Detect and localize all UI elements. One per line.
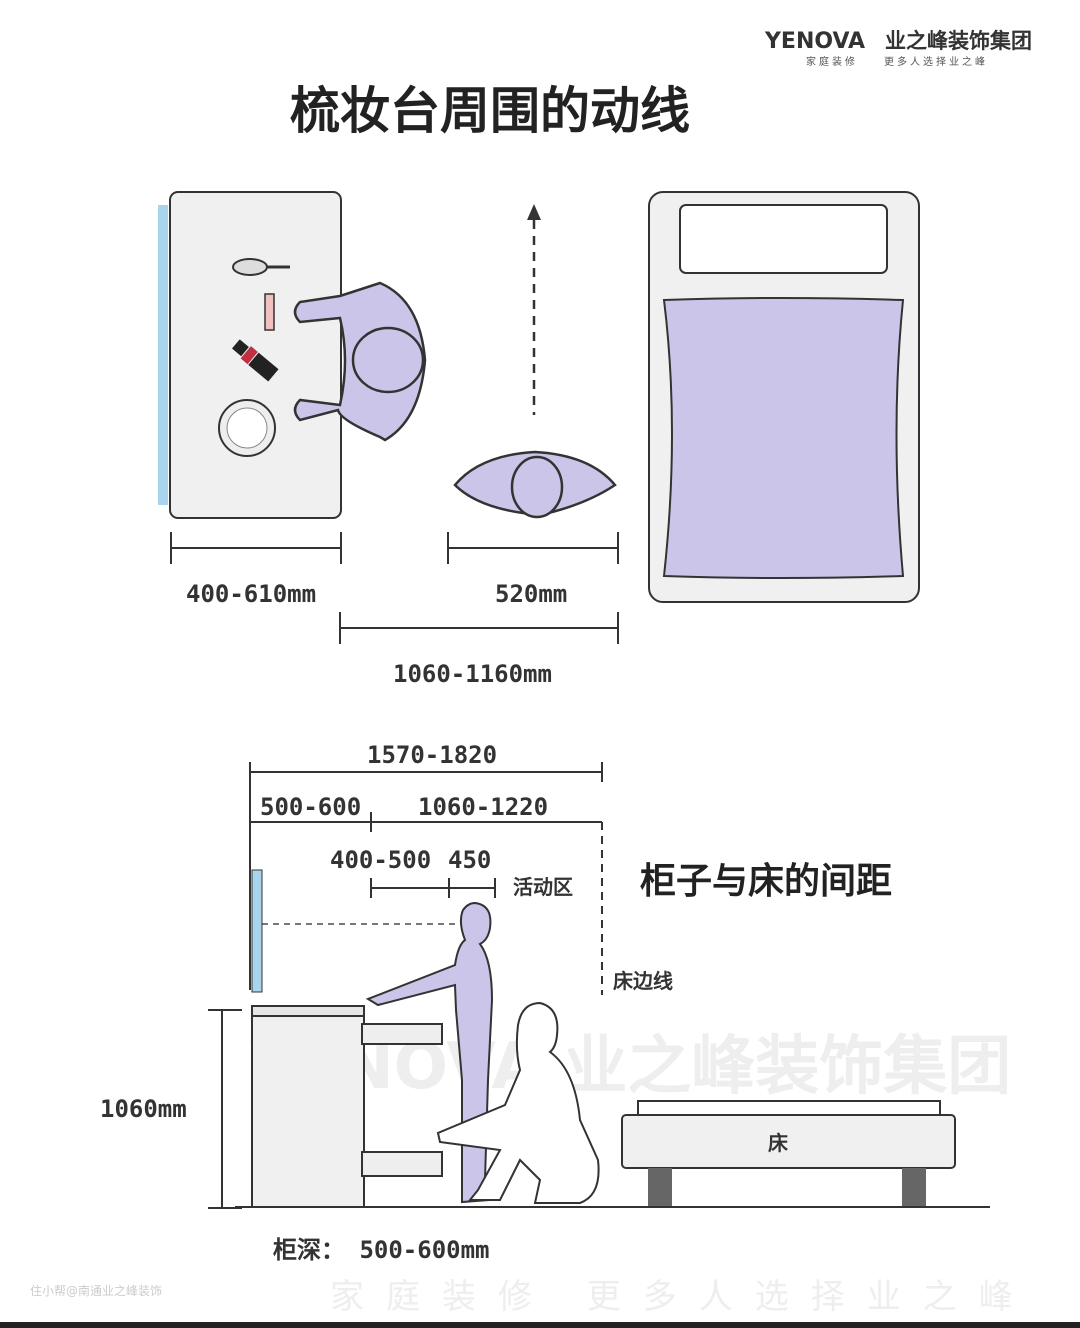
plan-dimension-lines xyxy=(170,532,619,644)
cabinet-depth-label: 柜深： 500-600mm xyxy=(273,1236,490,1264)
bed-plan xyxy=(648,191,920,603)
page-title: 梳妆台周围的动线 xyxy=(290,82,690,140)
dim-total-elevation: 1570-1820 xyxy=(367,741,497,769)
svg-text:更多人选择业之峰: 更多人选择业之峰 xyxy=(884,55,988,68)
bed-label: 床 xyxy=(768,1131,789,1155)
crouching-person-elevation xyxy=(436,1001,600,1204)
bed-elevation: 床 xyxy=(621,1100,956,1206)
standing-person-elevation xyxy=(365,901,494,1204)
lipstick-icon xyxy=(231,339,279,382)
brush-icon xyxy=(232,258,268,276)
walking-direction-arrow xyxy=(527,204,541,415)
dim-activity-a: 400-500 xyxy=(330,846,431,874)
activity-zone-label: 活动区 xyxy=(513,875,573,899)
seated-person-plan xyxy=(293,281,427,442)
bottle-icon xyxy=(264,293,275,331)
bed-edge-label: 床边线 xyxy=(613,969,673,993)
mirror xyxy=(158,205,168,505)
mirror xyxy=(251,869,263,993)
cabinet-elevation xyxy=(251,869,443,1208)
brand-logo: YENOVA 业之峰装饰集团 家庭装修 更多人选择业之峰 xyxy=(764,29,1032,68)
dim-height: 1060mm xyxy=(100,1095,187,1123)
dim-person-width: 520mm xyxy=(495,580,567,608)
dim-walkway: 1060-1220 xyxy=(418,793,548,821)
dressing-table-plan xyxy=(158,191,342,519)
dim-total-plan: 1060-1160mm xyxy=(393,660,552,688)
svg-text:家庭装修: 家庭装修 xyxy=(806,55,858,68)
bottom-border xyxy=(0,1322,1080,1328)
blanket xyxy=(662,297,905,579)
watermark-slogan: 家庭装修 更多人选择业之峰 xyxy=(330,1277,1035,1317)
svg-text:业之峰装饰集团: 业之峰装饰集团 xyxy=(885,29,1032,53)
standing-person-plan xyxy=(453,450,617,519)
dim-table-depth: 400-610mm xyxy=(186,580,316,608)
pillow xyxy=(679,204,888,274)
drawer-open xyxy=(361,1023,443,1045)
dim-activity-b: 450 xyxy=(448,846,491,874)
svg-text:YENOVA: YENOVA xyxy=(764,29,865,54)
dim-cabinet-zone: 500-600 xyxy=(260,793,361,821)
drawer-open xyxy=(361,1151,443,1177)
section-subtitle: 柜子与床的间距 xyxy=(640,861,892,902)
credit-watermark: 住小帮@南通业之峰装饰 xyxy=(30,1283,162,1298)
elevation-dimension-lines xyxy=(208,762,990,1209)
